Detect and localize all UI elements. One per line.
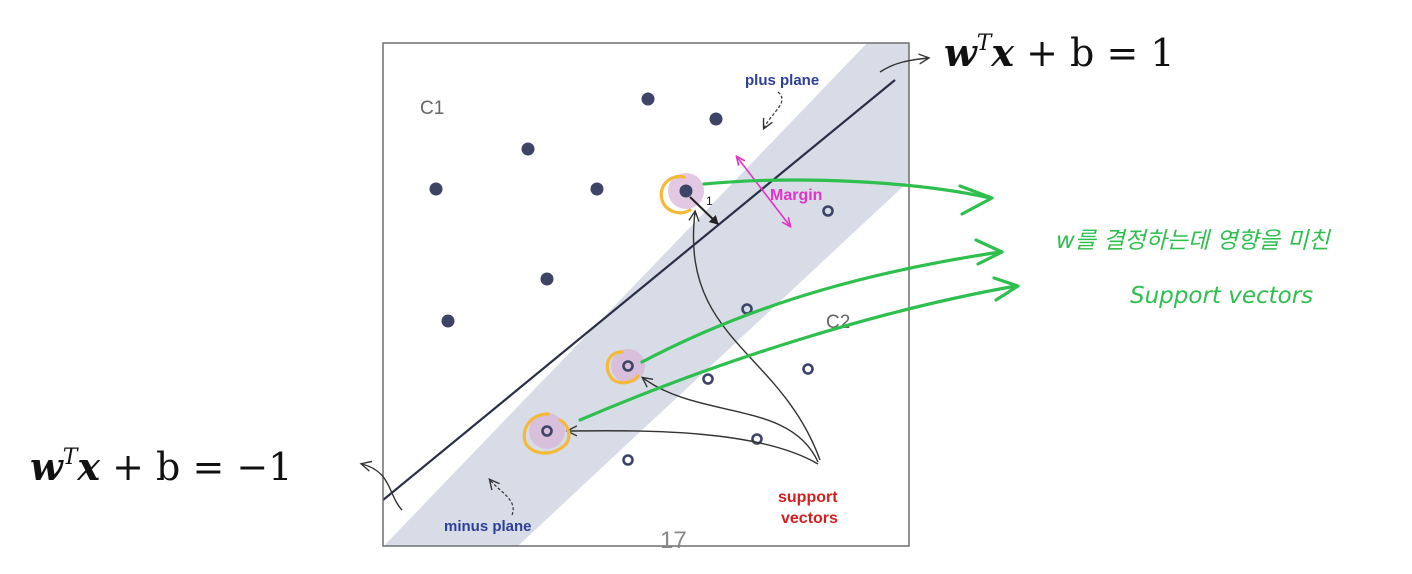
class2-points bbox=[541, 205, 834, 466]
class1-point bbox=[441, 314, 455, 328]
class2-point bbox=[541, 425, 553, 437]
class2-point bbox=[622, 454, 634, 466]
unit-distance-label: 1 bbox=[706, 194, 713, 208]
class1-point bbox=[641, 92, 655, 106]
support-vector-pointers bbox=[568, 212, 821, 465]
class1-point bbox=[540, 272, 554, 286]
support-vectors-label-line1: support bbox=[778, 489, 838, 506]
plus-equation-pointer bbox=[879, 58, 928, 73]
eq-w: w bbox=[944, 30, 978, 75]
eq-x: x bbox=[76, 444, 101, 489]
class2-point bbox=[751, 433, 763, 445]
minus-equation-pointer bbox=[362, 464, 403, 511]
decision-boundary bbox=[383, 79, 896, 501]
minus-plane-label: minus plane bbox=[444, 518, 532, 535]
class1-point bbox=[429, 182, 443, 196]
eq-sup: T bbox=[977, 31, 994, 56]
class2-point bbox=[622, 360, 634, 372]
margin-arrow bbox=[737, 157, 790, 226]
support-vectors-label-line2: vectors bbox=[781, 510, 838, 527]
class1-point bbox=[590, 182, 604, 196]
handwritten-note-line1: w를 결정하는데 영향을 미친 bbox=[1056, 228, 1331, 254]
eq-w: w bbox=[30, 444, 64, 489]
class1-points bbox=[429, 92, 723, 328]
class1-point bbox=[679, 184, 693, 198]
class1-point bbox=[709, 112, 723, 126]
minus-plane-equation: wTx + b = −1 bbox=[30, 444, 292, 489]
class2-point bbox=[802, 363, 814, 375]
support-vector-circles bbox=[522, 174, 692, 455]
minus-plane-pointer bbox=[490, 480, 514, 516]
unit-distance-arrow bbox=[689, 196, 719, 225]
plus-plane-equation: wTx + b = 1 bbox=[944, 30, 1175, 75]
plus-plane-pointer bbox=[764, 91, 783, 128]
eq-x: x bbox=[990, 30, 1015, 75]
class2-point bbox=[702, 373, 714, 385]
eq-rest: + b = −1 bbox=[100, 445, 292, 489]
plot-frame bbox=[382, 42, 910, 547]
green-annotation-arrows bbox=[578, 178, 1020, 422]
margin-label: Margin bbox=[770, 187, 822, 204]
class1-label: C1 bbox=[420, 98, 444, 119]
plus-plane-label: plus plane bbox=[745, 72, 819, 89]
handwritten-note-line2: Support vectors bbox=[1130, 283, 1313, 309]
class2-point bbox=[822, 205, 834, 217]
eq-sup: T bbox=[63, 445, 80, 470]
class1-point bbox=[521, 142, 535, 156]
page-number: 17 bbox=[660, 527, 687, 554]
support-vector-highlights bbox=[529, 173, 704, 449]
eq-rest: + b = 1 bbox=[1014, 31, 1175, 75]
